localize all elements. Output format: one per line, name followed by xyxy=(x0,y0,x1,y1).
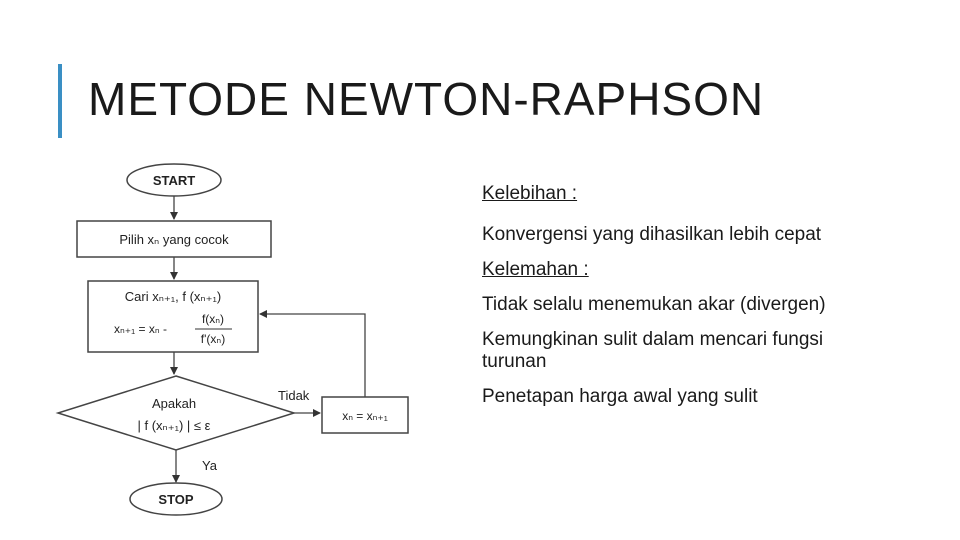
update-label: xₙ = xₙ₊₁ xyxy=(342,409,388,423)
disadvantage-item-1: Tidak selalu menemukan akar (divergen) xyxy=(482,294,826,315)
choose-initial-box xyxy=(76,220,272,258)
decision-diamond xyxy=(55,375,297,451)
yes-branch-label: Ya xyxy=(202,458,218,473)
slide-title: METODE NEWTON-RAPHSON xyxy=(88,73,765,125)
stop-label: STOP xyxy=(158,492,193,507)
update-box xyxy=(321,396,409,434)
compute-box xyxy=(87,280,259,353)
pros-cons-panel: Kelebihan : Konvergensi yang dihasilkan … xyxy=(482,183,842,408)
advantages-heading: Kelebihan : xyxy=(482,183,578,204)
compute-formula-denominator: f'(xₙ) xyxy=(201,332,225,346)
decision-line2: | f (xₙ₊₁) | ≤ ε xyxy=(138,418,211,433)
compute-line1: Cari xₙ₊₁, f (xₙ₊₁) xyxy=(125,289,221,304)
stop-terminator xyxy=(129,482,223,516)
disadvantages-heading: Kelemahan : xyxy=(482,259,589,280)
loop-back-arrow xyxy=(259,310,366,397)
start-label: START xyxy=(153,173,195,188)
disadvantage-item-3: Penetapan harga awal yang sulit xyxy=(482,386,758,407)
advantage-item-1: Konvergensi yang dihasilkan lebih cepat xyxy=(482,224,822,245)
title-accent-bar xyxy=(58,64,62,138)
decision-line1: Apakah xyxy=(152,396,196,411)
no-branch-label: Tidak xyxy=(278,388,310,403)
choose-initial-label: Pilih xₙ yang cocok xyxy=(119,232,229,247)
compute-formula-numerator: f(xₙ) xyxy=(202,312,224,326)
compute-formula-lhs: xₙ₊₁ = xₙ - xyxy=(114,322,167,336)
disadvantage-item-2: Kemungkinan sulit dalam mencari fungsi t… xyxy=(482,329,824,372)
